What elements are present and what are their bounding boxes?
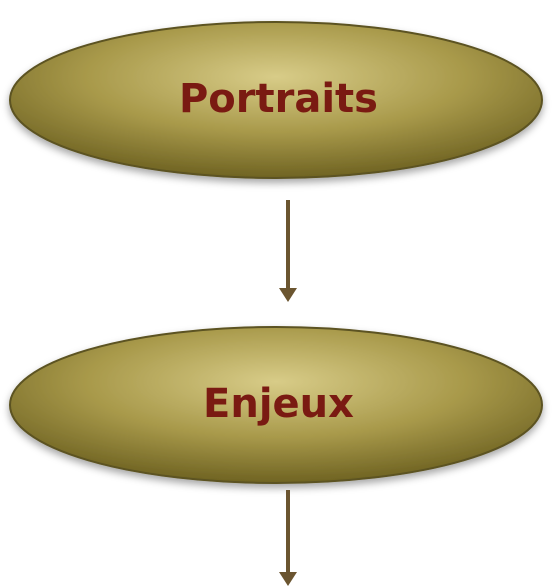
node-label-enjeux: Enjeux — [203, 381, 354, 427]
arrowhead-2 — [279, 572, 297, 586]
node-label-portraits: Portraits — [178, 76, 378, 122]
node-oval-enjeux — [9, 326, 543, 484]
arrowhead-1 — [279, 288, 297, 302]
node-oval-portraits — [9, 21, 543, 179]
